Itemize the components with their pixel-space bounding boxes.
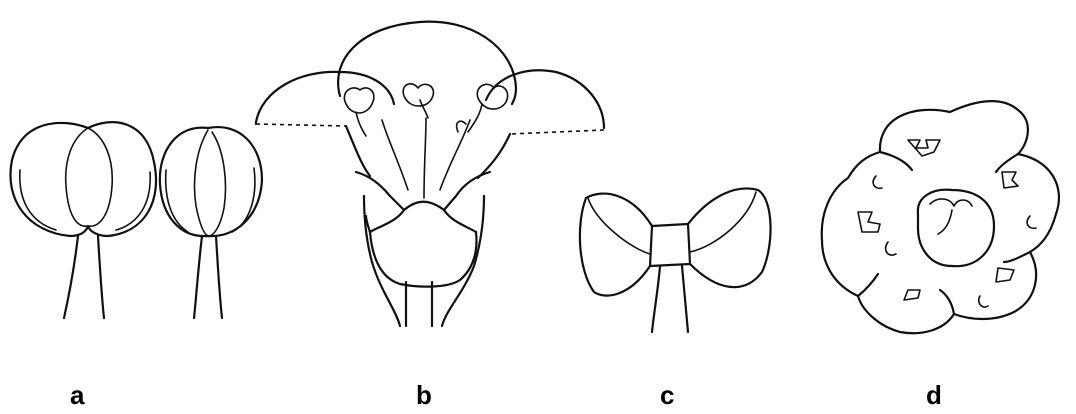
anther-front	[10, 122, 156, 318]
panel-c-drawing	[580, 188, 771, 332]
label-c: c	[660, 382, 674, 408]
right-lobe	[486, 70, 604, 128]
label-d: d	[926, 382, 942, 408]
panel-d-drawing	[822, 101, 1059, 333]
label-a: a	[70, 382, 84, 408]
panel-a-drawing	[10, 122, 262, 318]
panel-b-drawing	[256, 22, 604, 326]
label-b: b	[416, 382, 432, 408]
anther-side	[160, 127, 262, 318]
